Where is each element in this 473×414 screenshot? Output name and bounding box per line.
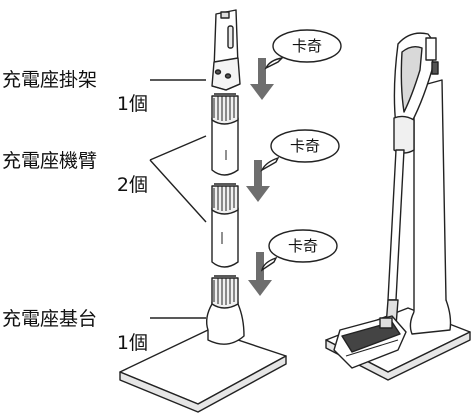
assembled-vacuum-on-stand (325, 32, 471, 381)
callout-bubble-3 (260, 229, 338, 272)
insert-arrow-3 (248, 252, 272, 296)
insert-arrow-2 (246, 160, 270, 202)
part-qty-base: 1個 (116, 332, 148, 354)
part-label-hanger: 充電座掛架 (2, 69, 98, 91)
charging-stand-arm-2 (211, 183, 239, 268)
leader-lines (149, 79, 207, 319)
callout-text-3: 卡奇 (288, 237, 318, 255)
part-qty-arm: 2個 (116, 174, 148, 196)
callout-bubble-1 (264, 29, 342, 70)
callout-bubble-2 (260, 129, 340, 172)
callout-text-1: 卡奇 (292, 37, 322, 55)
callout-text-2: 卡奇 (290, 137, 320, 155)
insert-arrow-1 (250, 58, 274, 100)
part-label-base: 充電座基台 (2, 308, 98, 330)
charging-stand-base (119, 275, 287, 413)
charging-stand-arm-1 (211, 93, 239, 176)
charging-stand-hanger (211, 9, 241, 91)
part-qty-hanger: 1個 (116, 93, 148, 115)
part-label-arm: 充電座機臂 (2, 150, 98, 172)
